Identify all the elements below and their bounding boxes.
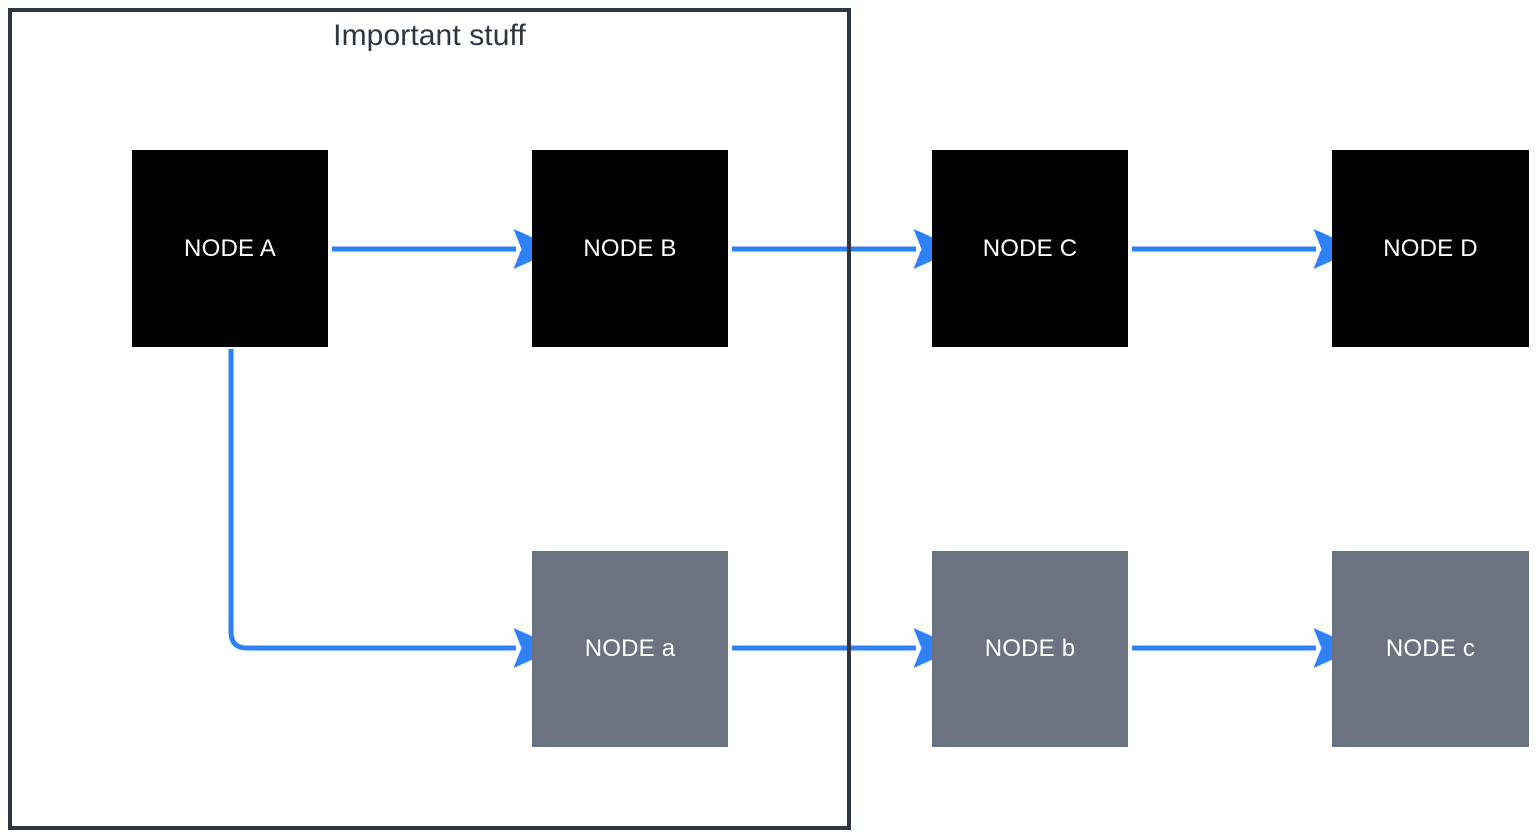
- node-label: NODE B: [583, 234, 677, 262]
- node-label: NODE C: [982, 234, 1078, 262]
- node-label: NODE D: [1383, 234, 1478, 262]
- node-c[interactable]: NODE c: [1332, 551, 1529, 747]
- subgraph-title: Important stuff: [333, 19, 526, 52]
- node-label: NODE A: [184, 234, 276, 262]
- node-label: NODE b: [984, 635, 1076, 662]
- node-a[interactable]: NODE a: [532, 551, 728, 747]
- node-A[interactable]: NODE A: [132, 150, 328, 347]
- node-B[interactable]: NODE B: [532, 150, 728, 347]
- node-b[interactable]: NODE b: [932, 551, 1128, 747]
- node-D[interactable]: NODE D: [1332, 150, 1529, 347]
- node-label: NODE c: [1385, 635, 1476, 662]
- subgraph-important-stuff[interactable]: [8, 8, 851, 830]
- node-label: NODE a: [584, 635, 676, 662]
- node-C[interactable]: NODE C: [932, 150, 1128, 347]
